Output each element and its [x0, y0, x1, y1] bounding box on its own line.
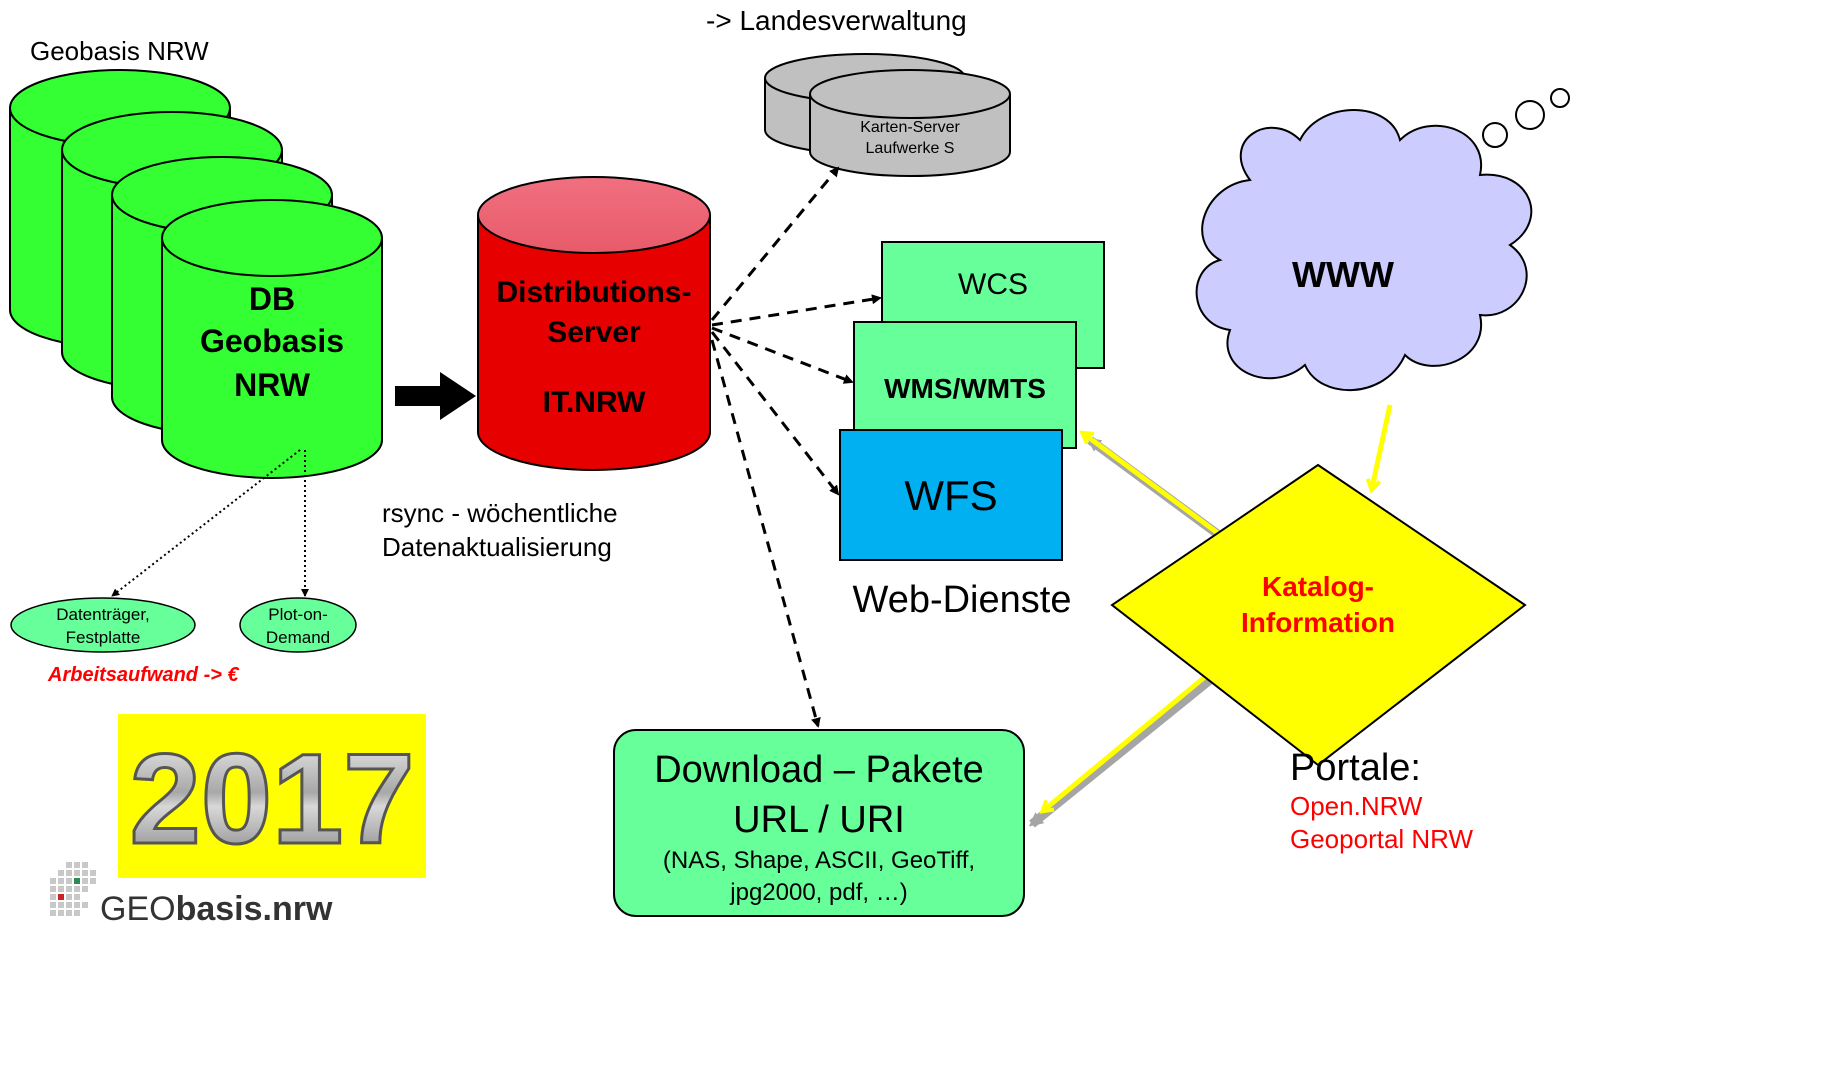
- dashed-arrow-wms: [711, 326, 854, 384]
- rsync-label-line1: rsync - wöchentliche: [382, 498, 618, 528]
- dashed-arrow-karten: [710, 166, 840, 321]
- db-title-line3: NRW: [234, 367, 311, 403]
- logo-text: GEObasis.nrw: [100, 890, 333, 928]
- distribution-title-line1: Distributions-: [497, 276, 692, 309]
- year-badge: [118, 714, 426, 878]
- www-label: WWW: [1292, 254, 1394, 295]
- dotted-connectors: [111, 449, 309, 597]
- wfs-box: [839, 429, 1063, 561]
- dashed-arrow-wcs: [711, 294, 882, 327]
- web-services-caption: Web-Dienste: [853, 579, 1072, 621]
- wms-box: [853, 321, 1077, 449]
- catalog-line1: Katalog-: [1262, 571, 1374, 602]
- dashed-arrow-wfs: [710, 331, 840, 496]
- datentraeger-line2: Festplatte: [66, 628, 141, 647]
- geobasis-logo: GEObasis.nrw: [50, 862, 333, 928]
- db-title-line1: DB: [249, 281, 295, 317]
- www-cloud: [1195, 88, 1570, 392]
- db-stack: [9, 69, 383, 479]
- portals-heading: Portale:: [1290, 747, 1421, 789]
- karten-server-line2: Laufwerke S: [866, 140, 955, 157]
- arrow-catalog-to-download: [1039, 674, 1208, 814]
- portal-geoportal-nrw: Geoportal NRW: [1290, 824, 1473, 854]
- download-line1: Download – Pakete: [654, 749, 984, 791]
- wcs-label: WCS: [958, 268, 1028, 301]
- dashed-connectors: [710, 166, 882, 728]
- datentraeger-ellipse: [10, 597, 196, 653]
- arrow-cloud-to-catalog: [1365, 404, 1393, 494]
- catalog-diamond: [1110, 463, 1527, 767]
- logo-pixel-mark: [50, 862, 96, 916]
- plot-line2: Demand: [266, 628, 330, 647]
- karten-server-cylinders: [764, 53, 1011, 177]
- arrow-catalog-to-wms: [1079, 430, 1240, 551]
- rsync-label-line2: Datenaktualisierung: [382, 532, 612, 562]
- portal-open-nrw: Open.NRW: [1290, 791, 1423, 821]
- db-cylinder-front: [161, 199, 383, 479]
- transfer-arrow: [395, 372, 476, 420]
- distribution-title-line3: IT.NRW: [543, 386, 646, 419]
- source-label: Geobasis NRW: [30, 36, 209, 66]
- dotted-arrow-datentraeger: [111, 449, 301, 597]
- download-line3: (NAS, Shape, ASCII, GeoTiff,: [663, 847, 975, 874]
- plot-line1: Plot-on-: [268, 605, 328, 624]
- cost-label: Arbeitsaufwand -> €: [47, 664, 239, 686]
- catalog-line2: Information: [1241, 607, 1395, 638]
- download-line2: URL / URI: [733, 799, 905, 841]
- db-title-line2: Geobasis: [200, 323, 344, 359]
- wfs-label: WFS: [904, 472, 997, 519]
- dashed-arrow-download: [710, 339, 821, 728]
- wms-label: WMS/WMTS: [884, 373, 1046, 404]
- download-line4: jpg2000, pdf, …): [729, 879, 907, 906]
- distribution-server-cylinder: [477, 176, 711, 471]
- karten-server-line1: Karten-Server: [860, 119, 960, 136]
- year-badge-text: 2017: [130, 728, 415, 871]
- download-box: [613, 729, 1025, 917]
- landesverwaltung-label: -> Landesverwaltung: [706, 5, 967, 36]
- datentraeger-line1: Datenträger,: [56, 605, 150, 624]
- distribution-title-line2: Server: [547, 316, 641, 349]
- catalog-arrows: [1028, 404, 1393, 828]
- plot-ellipse: [239, 597, 357, 653]
